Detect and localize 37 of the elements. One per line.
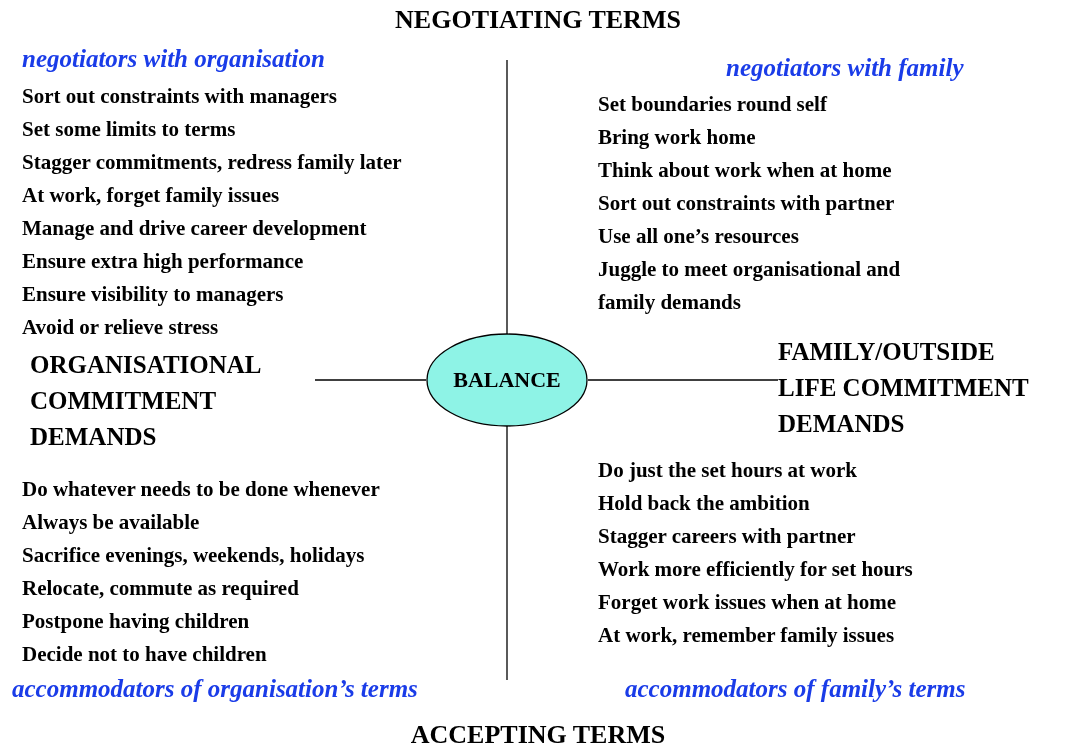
title: NEGOTIATING TERMS <box>394 4 682 36</box>
list-item: Ensure visibility to managers <box>22 282 284 308</box>
list-item: Use all one’s resources <box>598 224 799 250</box>
list-item: Stagger commitments, redress family later <box>22 150 402 176</box>
list-item: Do just the set hours at work <box>598 458 857 484</box>
dimension-heading: ORGANISATIONAL COMMITMENT DEMANDS <box>30 350 262 452</box>
list-item: Manage and drive career development <box>22 216 367 242</box>
list-item: Always be available <box>22 510 200 536</box>
list-item: Forget work issues when at home <box>598 590 897 616</box>
list-item: Sacrifice evenings, weekends, holidays <box>22 543 365 569</box>
list-item: At work, remember family issues <box>598 623 895 649</box>
list-item: Decide not to have children <box>22 642 267 668</box>
connector-line <box>587 379 779 381</box>
list-item: Set some limits to terms <box>22 117 236 143</box>
list-item: Sort out constraints with partner <box>598 191 895 217</box>
list-item: Sort out constraints with managers <box>22 84 337 110</box>
list-item: Stagger careers with partner <box>598 524 856 550</box>
quadrant-heading: accommodators of family’s terms <box>625 674 966 704</box>
node-label: BALANCE <box>453 366 561 394</box>
list-item: Ensure extra high performance <box>22 249 304 275</box>
quadrant-heading: accommodators of organisation’s terms <box>12 674 418 704</box>
dimension-heading: FAMILY/OUTSIDE LIFE COMMITMENT DEMANDS <box>778 337 1030 439</box>
list-item: Juggle to meet organisational and family demands <box>598 256 902 316</box>
list-item: Set boundaries round self <box>598 92 827 118</box>
list-item: Hold back the ambition <box>598 491 810 517</box>
axis-heading: ACCEPTING TERMS <box>409 719 667 749</box>
connector-line <box>314 379 427 381</box>
list-item: Avoid or relieve stress <box>22 315 219 341</box>
list-item: Relocate, commute as required <box>22 576 299 602</box>
quadrant-heading: negotiators with organisation <box>22 44 325 74</box>
list-item: Postpone having children <box>22 609 250 635</box>
list-item: Work more efficiently for set hours <box>598 557 913 583</box>
list-item: At work, forget family issues <box>22 183 280 209</box>
list-item: Bring work home <box>598 125 756 151</box>
quadrant-heading: negotiators with family <box>726 53 964 83</box>
list-item: Do whatever needs to be done whenever <box>22 477 380 503</box>
list-item: Think about work when at home <box>598 158 892 184</box>
